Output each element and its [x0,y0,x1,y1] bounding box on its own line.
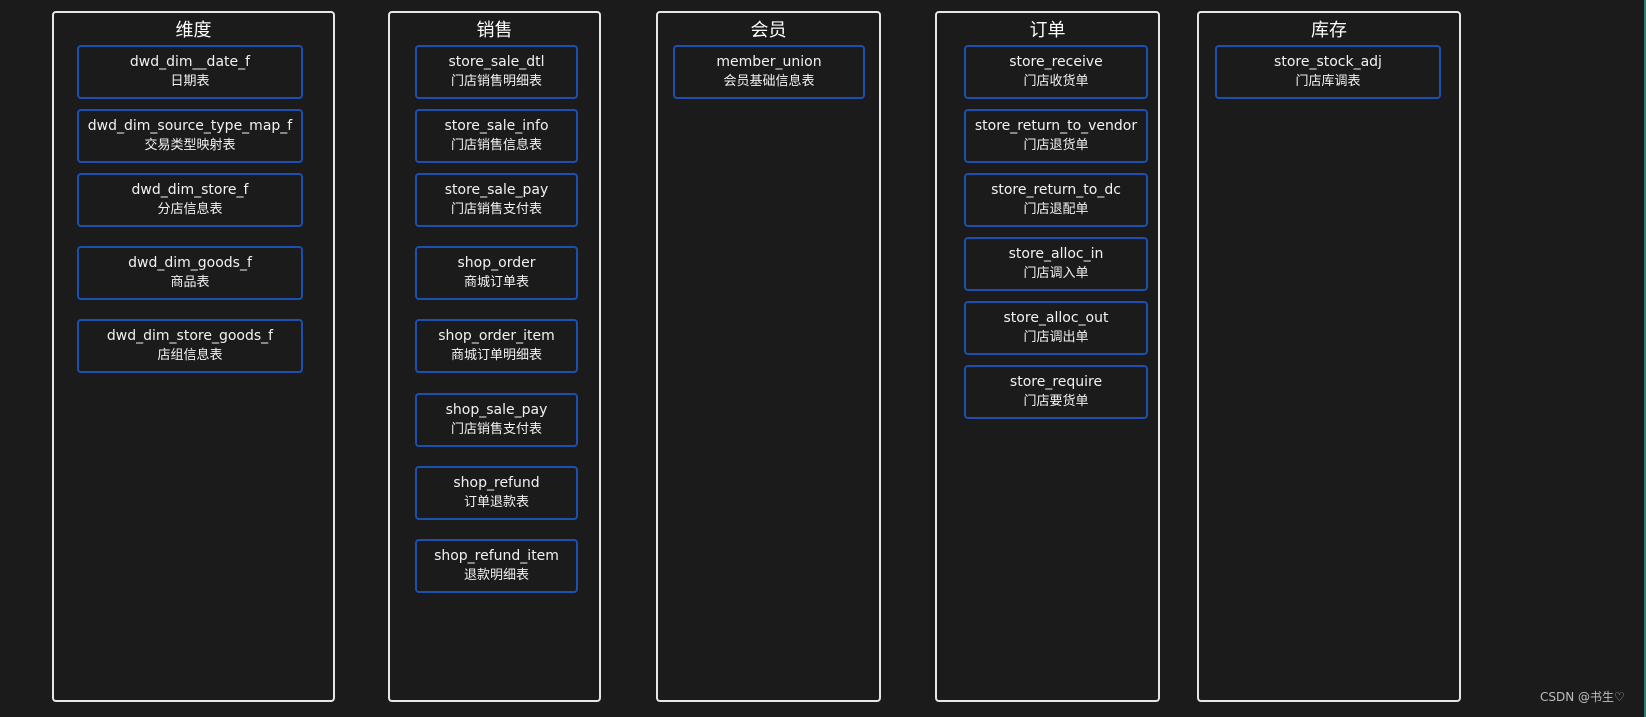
table-card[interactable]: shop_sale_pay 门店销售支付表 [415,393,578,447]
table-card[interactable]: store_return_to_dc 门店退配单 [964,173,1148,227]
table-description: 交易类型映射表 [144,138,236,153]
table-card[interactable]: shop_refund_item 退款明细表 [415,539,578,593]
table-description: 退款明细表 [463,568,529,583]
table-description: 门店销售明细表 [450,74,542,89]
table-card[interactable]: shop_refund 订单退款表 [415,466,578,520]
table-description: 门店销售支付表 [450,422,542,437]
table-name: store_stock_adj [1274,54,1382,70]
column-member: 会员 member_union 会员基础信息表 [656,11,881,702]
column-title: 销售 [476,20,513,41]
table-description: 商品表 [170,275,210,290]
table-name: dwd_dim_goods_f [128,255,252,271]
table-name: shop_refund_item [434,548,559,564]
table-description: 日期表 [170,74,210,89]
table-name: dwd_dim_store_f [131,182,249,198]
table-name: store_sale_dtl [448,54,545,70]
table-card[interactable]: member_union 会员基础信息表 [673,45,865,99]
table-name: store_alloc_in [1008,246,1104,262]
table-name: shop_order [457,255,536,271]
table-description: 门店退货单 [1023,138,1089,153]
table-description: 门店退配单 [1023,202,1089,217]
table-name: store_receive [1009,54,1103,70]
table-name: store_return_to_dc [991,182,1121,198]
table-card[interactable]: dwd_dim_store_f 分店信息表 [77,173,303,227]
right-edge-line [1644,0,1646,717]
table-description: 门店库调表 [1295,74,1361,89]
column-order: 订单 store_receive 门店收货单 store_return_to_v… [935,11,1160,702]
table-description: 分店信息表 [157,202,223,217]
table-name: dwd_dim_store_goods_f [106,328,274,344]
table-name: store_sale_info [444,118,549,134]
table-description: 门店调出单 [1023,330,1089,345]
column-sales: 销售 store_sale_dtl 门店销售明细表 store_sale_inf… [388,11,601,702]
table-description: 店组信息表 [157,348,223,363]
watermark-text: CSDN @书生♡ [1540,690,1625,704]
table-name: shop_sale_pay [445,402,548,418]
table-card[interactable]: shop_order 商城订单表 [415,246,578,300]
table-card[interactable]: store_sale_dtl 门店销售明细表 [415,45,578,99]
table-name: store_sale_pay [444,182,549,198]
column-title: 会员 [750,20,787,41]
table-description: 订单退款表 [463,495,529,510]
table-card[interactable]: dwd_dim_source_type_map_f 交易类型映射表 [77,109,303,163]
table-card[interactable]: store_sale_info 门店销售信息表 [415,109,578,163]
table-name: shop_order_item [438,328,555,344]
table-card[interactable]: dwd_dim__date_f 日期表 [77,45,303,99]
table-description: 门店要货单 [1023,394,1089,409]
table-card[interactable]: store_sale_pay 门店销售支付表 [415,173,578,227]
table-card[interactable]: dwd_dim_store_goods_f 店组信息表 [77,319,303,373]
column-dimension: 维度 dwd_dim__date_f 日期表 dwd_dim_source_ty… [52,11,335,702]
table-card[interactable]: store_alloc_in 门店调入单 [964,237,1148,291]
table-card[interactable]: dwd_dim_goods_f 商品表 [77,246,303,300]
table-description: 门店调入单 [1023,266,1089,281]
table-name: store_return_to_vendor [974,118,1138,134]
table-description: 门店收货单 [1023,74,1089,89]
table-name: dwd_dim__date_f [129,54,251,70]
table-card[interactable]: store_require 门店要货单 [964,365,1148,419]
table-description: 会员基础信息表 [723,74,815,89]
table-name: store_require [1009,374,1103,390]
table-card[interactable]: store_stock_adj 门店库调表 [1215,45,1441,99]
table-card[interactable]: store_alloc_out 门店调出单 [964,301,1148,355]
table-description: 门店销售信息表 [450,138,542,153]
table-name: store_alloc_out [1003,310,1109,326]
column-inventory: 库存 store_stock_adj 门店库调表 [1197,11,1461,702]
table-description: 门店销售支付表 [450,202,542,217]
table-name: dwd_dim_source_type_map_f [87,118,293,134]
table-name: member_union [716,54,822,70]
table-card[interactable]: shop_order_item 商城订单明细表 [415,319,578,373]
table-card[interactable]: store_return_to_vendor 门店退货单 [964,109,1148,163]
table-description: 商城订单明细表 [450,348,542,363]
column-title: 维度 [175,20,212,41]
table-description: 商城订单表 [463,275,529,290]
column-title: 订单 [1029,20,1066,41]
table-card[interactable]: store_receive 门店收货单 [964,45,1148,99]
column-title: 库存 [1311,20,1347,41]
table-name: shop_refund [453,475,540,491]
